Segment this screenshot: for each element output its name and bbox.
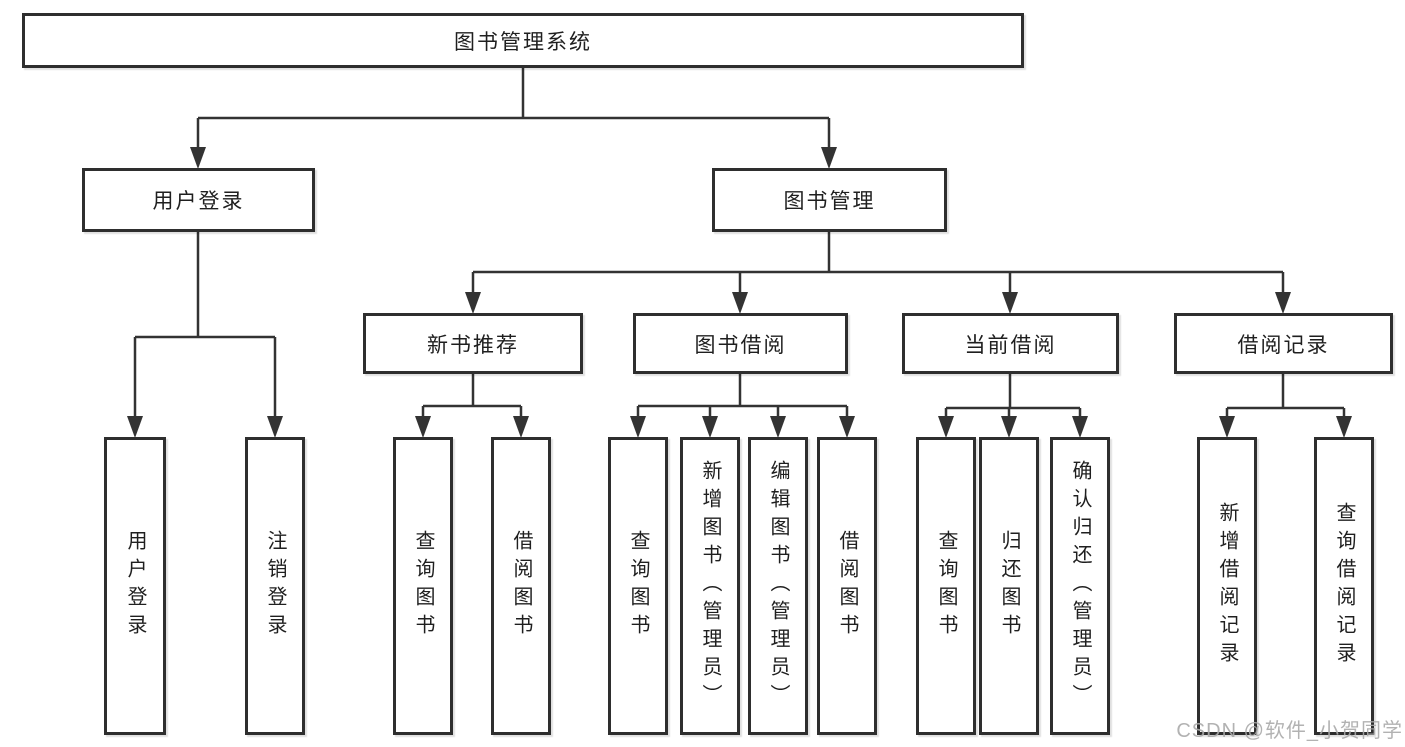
leaf-confirm-return-admin: 确认归还（管理员） <box>1050 437 1110 735</box>
arrowhead-down-icon <box>1275 292 1291 314</box>
connector-current-borrow-children <box>944 374 1082 416</box>
leaf-user-login: 用户登录 <box>104 437 166 735</box>
arrowhead-down-icon <box>702 416 718 438</box>
arrowhead-down-icon <box>513 416 529 438</box>
node-book-management: 图书管理 <box>712 168 947 232</box>
leaf-logout-login: 注销登录 <box>245 437 305 735</box>
node-new-book-recommend: 新书推荐 <box>363 313 583 374</box>
connector-paths <box>133 68 1346 416</box>
node-book-management-system: 图书管理系统 <box>22 13 1024 68</box>
node-current-borrowing: 当前借阅 <box>902 313 1119 374</box>
connector-book-borrow-children <box>636 374 849 416</box>
leaf-add-books-admin: 新增图书（管理员） <box>680 437 740 735</box>
arrowhead-down-icon <box>770 416 786 438</box>
leaf-borrow-books-recommend: 借阅图书 <box>491 437 551 735</box>
leaf-return-books: 归还图书 <box>979 437 1039 735</box>
arrowhead-down-icon <box>1002 292 1018 314</box>
arrowhead-down-icon <box>1219 416 1235 438</box>
arrowhead-down-icon <box>732 292 748 314</box>
node-book-borrowing: 图书借阅 <box>633 313 848 374</box>
leaf-query-borrow-record: 查询借阅记录 <box>1314 437 1374 735</box>
leaf-query-books-current: 查询图书 <box>916 437 976 735</box>
arrowhead-down-icon <box>127 416 143 438</box>
arrowhead-down-icon <box>1336 416 1352 438</box>
leaf-add-borrow-record: 新增借阅记录 <box>1197 437 1257 735</box>
connector-book-mgmt-to-level3 <box>471 232 1285 292</box>
connector-root-to-level2 <box>196 68 831 147</box>
arrowhead-down-icon <box>267 416 283 438</box>
csdn-watermark: CSDN @软件_小贺同学 <box>1176 720 1403 742</box>
leaf-borrow-books-borrowing: 借阅图书 <box>817 437 877 735</box>
arrowheads <box>127 147 1352 438</box>
arrowhead-down-icon <box>415 416 431 438</box>
connector-borrow-records-children <box>1225 374 1346 416</box>
arrowhead-down-icon <box>630 416 646 438</box>
arrowhead-down-icon <box>190 147 206 169</box>
arrowhead-down-icon <box>1001 416 1017 438</box>
arrowhead-down-icon <box>465 292 481 314</box>
arrowhead-down-icon <box>938 416 954 438</box>
leaf-edit-books-admin: 编辑图书（管理员） <box>748 437 808 735</box>
arrowhead-down-icon <box>821 147 837 169</box>
connector-new-book-children <box>421 374 523 416</box>
leaf-query-books-borrowing: 查询图书 <box>608 437 668 735</box>
node-user-login: 用户登录 <box>82 168 315 232</box>
arrowhead-down-icon <box>839 416 855 438</box>
arrowhead-down-icon <box>1072 416 1088 438</box>
node-borrowing-records: 借阅记录 <box>1174 313 1393 374</box>
connector-user-login-children <box>133 232 277 416</box>
leaf-query-books-recommend: 查询图书 <box>393 437 453 735</box>
